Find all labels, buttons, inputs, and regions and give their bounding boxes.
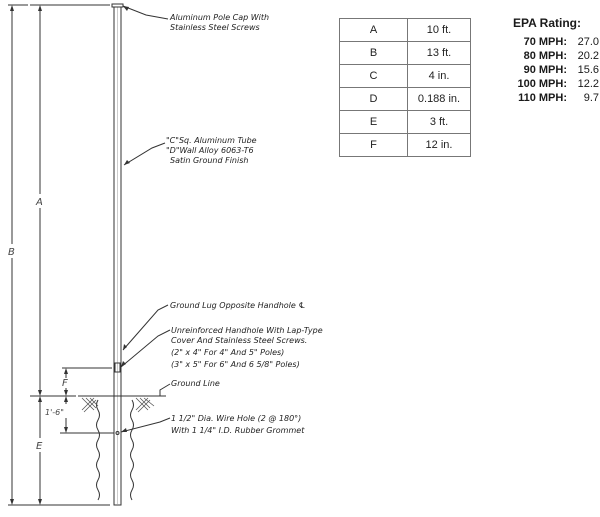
- leader-lug: [122, 304, 169, 351]
- leader-tube: [123, 142, 166, 166]
- table-value: 4 in.: [407, 64, 471, 88]
- soil-hatch-left: [81, 397, 99, 413]
- table-value: 13 ft.: [407, 41, 471, 65]
- dim-a-arrow-bottom: [38, 390, 42, 396]
- callout-groundline: Ground Line: [171, 379, 220, 388]
- epa-speed: 100 MPH:: [517, 78, 567, 90]
- dim-f-arrow-top: [64, 368, 68, 374]
- dim-f-label: F: [62, 378, 68, 389]
- soil-left-edge: [96, 399, 100, 501]
- table-row: A 10 ft.: [339, 18, 471, 42]
- leader-cap: [122, 5, 169, 20]
- epa-speed: 70 MPH:: [523, 36, 567, 48]
- table-key: A: [339, 18, 408, 42]
- leader-lug-arrow: [123, 344, 127, 350]
- leader-wirehole-arrow: [121, 428, 127, 432]
- epa-row: 110 MPH: 9.7: [508, 91, 599, 105]
- leader-cap-arrow: [123, 6, 129, 11]
- table-row: E 3 ft.: [339, 110, 471, 134]
- epa-value: 20.2: [577, 50, 599, 62]
- leader-wirehole: [120, 417, 171, 433]
- table-value: 12 in.: [407, 133, 471, 157]
- dimension-table: A 10 ft. B 13 ft. C 4 in. D 0.188 in. E …: [339, 18, 471, 157]
- dim-b-arrow-top: [10, 5, 14, 11]
- dim-offset-label: 1'-6": [45, 408, 64, 417]
- table-value: 0.188 in.: [407, 87, 471, 111]
- dim-e-label: E: [36, 441, 43, 452]
- epa-speed: 80 MPH:: [523, 50, 567, 62]
- epa-row: 80 MPH: 20.2: [508, 49, 599, 63]
- dim-b-arrow-bottom: [10, 499, 14, 505]
- epa-row: 100 MPH: 12.2: [508, 77, 599, 91]
- table-row: F 12 in.: [339, 133, 471, 157]
- epa-value: 15.6: [577, 64, 599, 76]
- epa-value: 27.0: [577, 36, 599, 48]
- dim-offset-arrow-bottom: [64, 427, 68, 433]
- callout-lug: Ground Lug Opposite Handhole ℄: [170, 301, 306, 310]
- table-row: D 0.188 in.: [339, 87, 471, 111]
- pole-cap: [111, 3, 124, 8]
- wire-hole: [115, 431, 120, 435]
- epa-title: EPA Rating:: [513, 16, 581, 30]
- dim-e-arrow-bottom: [38, 499, 42, 505]
- dim-b-label: B: [8, 247, 15, 258]
- table-value: 3 ft.: [407, 110, 471, 134]
- callout-wirehole: 1 1/2" Dia. Wire Hole (2 @ 180°) With 1 …: [171, 414, 305, 435]
- handhole-outline: [114, 362, 121, 373]
- epa-row: 90 MPH: 15.6: [508, 63, 599, 77]
- leader-handhole: [120, 329, 171, 368]
- epa-rating-block: EPA Rating: 70 MPH: 27.0 80 MPH: 20.2 90 M…: [508, 16, 599, 105]
- soil-hatch-right: [135, 397, 155, 413]
- table-row: C 4 in.: [339, 64, 471, 88]
- epa-value: 9.7: [583, 92, 599, 104]
- dim-a-label: A: [35, 197, 43, 208]
- dim-e-arrow-top: [38, 396, 42, 402]
- leader-handhole-arrow: [121, 361, 126, 367]
- leader-tube-arrow: [124, 160, 130, 165]
- callout-tube: "C"Sq. Aluminum Tube "D"Wall Alloy 6063-…: [166, 136, 259, 165]
- table-key: B: [339, 41, 408, 65]
- callout-cap: Aluminum Pole Cap With Stainless Steel S…: [169, 13, 272, 32]
- epa-value: 12.2: [577, 78, 599, 90]
- epa-speed: 110 MPH:: [518, 92, 567, 104]
- dim-f-arrow-bottom: [64, 390, 68, 396]
- epa-speed: 90 MPH:: [523, 64, 567, 76]
- table-key: D: [339, 87, 408, 111]
- epa-row: 70 MPH: 27.0: [508, 35, 599, 49]
- table-row: B 13 ft.: [339, 41, 471, 65]
- callout-handhole: Unreinforced Handhole With Lap-Type Cove…: [171, 326, 325, 369]
- dim-a-arrow-top: [38, 5, 42, 11]
- table-key: E: [339, 110, 408, 134]
- dim-offset-arrow-top: [64, 396, 68, 402]
- soil-right-edge: [130, 399, 134, 501]
- table-key: F: [339, 133, 408, 157]
- leader-groundline: [159, 383, 171, 396]
- table-value: 10 ft.: [407, 18, 471, 42]
- table-key: C: [339, 64, 408, 88]
